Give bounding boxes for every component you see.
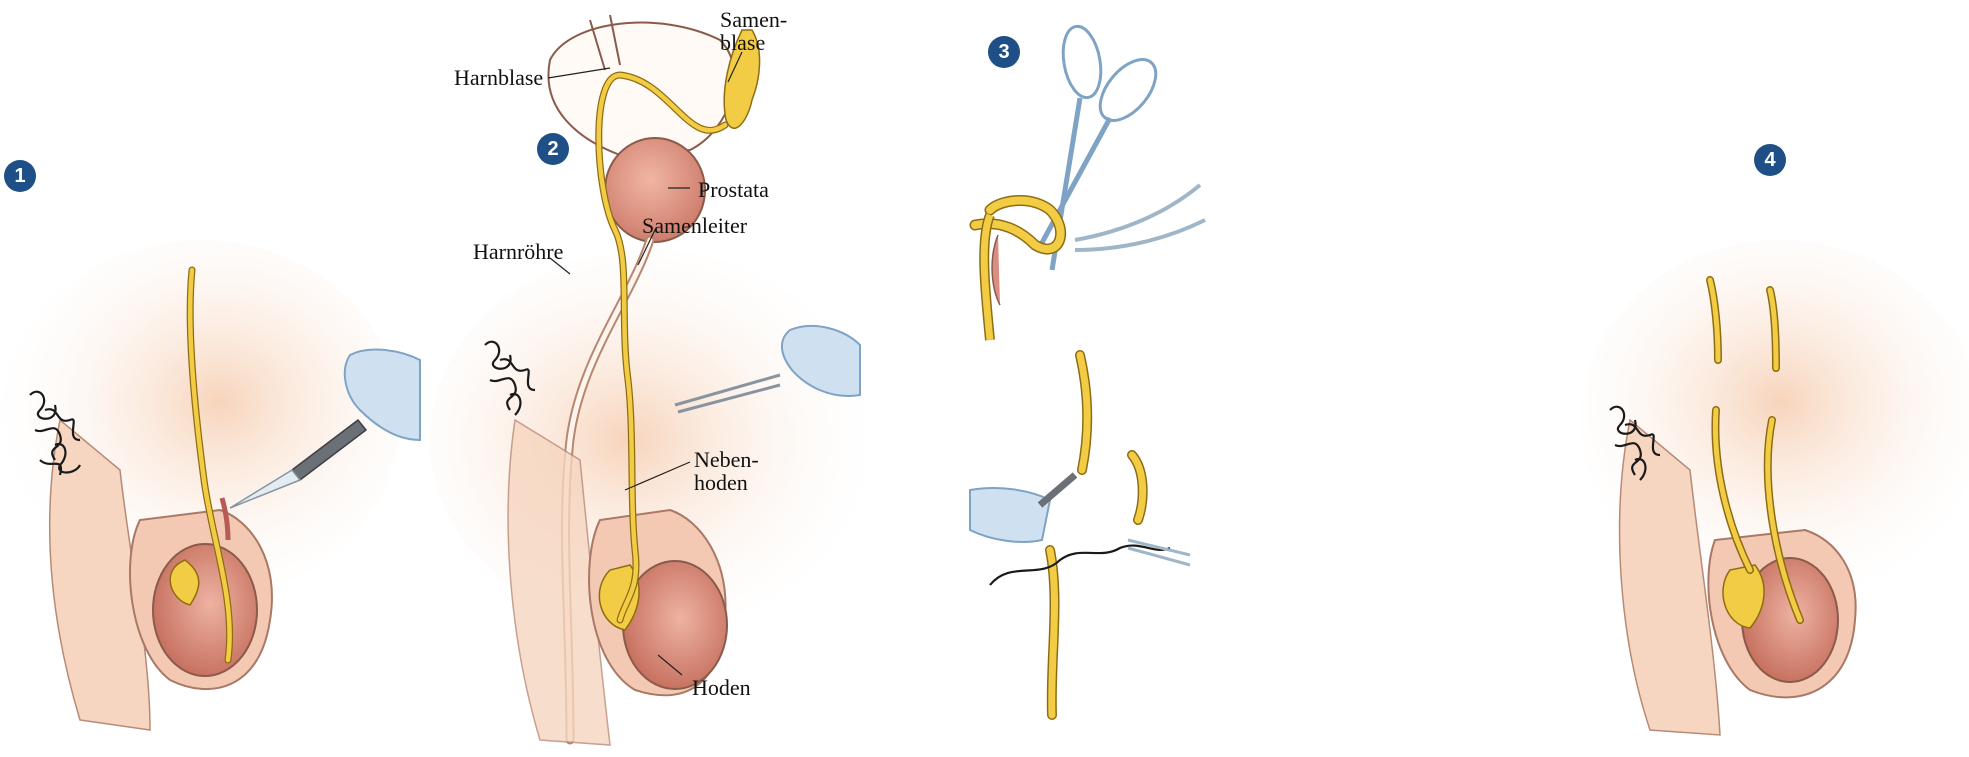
label-samenleiter: Samenleiter <box>642 214 747 237</box>
result-illustration <box>1600 0 1969 757</box>
label-hoden: Hoden <box>692 676 751 699</box>
vas-lower <box>1050 550 1055 715</box>
bladder <box>548 23 734 155</box>
incision-illustration <box>0 0 420 757</box>
panel-step-2: 2 <box>420 0 980 757</box>
label-prostata: Prostata <box>698 178 769 201</box>
panel-step-1: 1 <box>0 0 420 757</box>
label-nebenhoden: Neben- hoden <box>694 448 759 494</box>
gloved-hand-icon <box>970 488 1050 542</box>
label-harnroehre: Harnröhre <box>473 240 563 263</box>
cautery-icon <box>1040 475 1075 505</box>
ligation-illustration <box>980 0 1440 757</box>
forceps-icon <box>1075 185 1205 250</box>
panel-step-4: 4 <box>1600 0 1969 757</box>
panel-step-3: 3 <box>980 0 1440 757</box>
testis <box>153 544 257 676</box>
label-samenblase: Samen- blase <box>720 8 787 54</box>
anatomy-illustration <box>420 0 980 757</box>
label-harnblase: Harnblase <box>454 66 543 89</box>
